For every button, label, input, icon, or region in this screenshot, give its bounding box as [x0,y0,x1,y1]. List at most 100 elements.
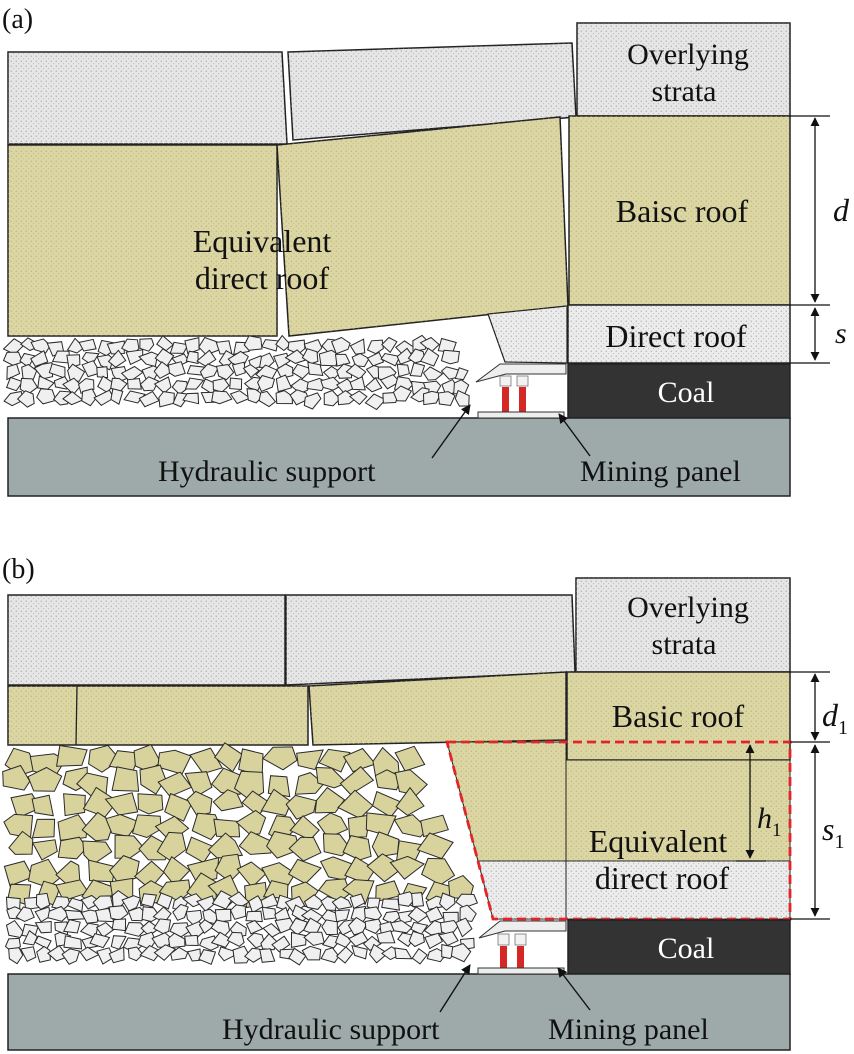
rubble-fragment [371,831,400,858]
rubble-fragment [226,931,245,947]
rubble-fragment [394,947,413,960]
rubble-fragment [339,766,375,796]
rubble-fragment [336,363,353,379]
rubble-fragment [120,365,144,383]
rubble-fragment [27,766,63,792]
rubble-fragment [213,818,241,838]
rubble-fragment [425,906,444,923]
rubble-fragment [186,790,213,817]
rubble-fragment [389,920,413,934]
rubble-fragment [437,931,459,947]
rubble-fragment [409,362,426,377]
panel-a-basic-roof [7,115,791,337]
rubble-fragment [108,946,125,964]
rubble-fragment [261,906,277,920]
rubble-fragment [108,905,129,921]
rubble-fragment [3,813,34,839]
rubble-fragment [211,890,235,910]
rubble-fragment [2,338,26,355]
rubble-fragment [396,347,416,365]
support-leg-top [499,375,512,387]
rubble-fragment [2,351,24,366]
rubble-fragment [315,766,348,789]
rubble-fragment [439,919,459,937]
rubble-fragment [51,350,71,364]
rubble-fragment [423,920,443,936]
rubble-fragment [275,390,294,405]
rubble-fragment [303,931,325,947]
rubble-fragment [196,895,216,912]
rubble-fragment [62,377,82,396]
rubble-fragment [16,390,35,408]
rubble-fragment [366,853,405,883]
rubble-fragment [314,786,346,814]
rubble-fragment [362,935,382,952]
rubble-fragment [48,363,66,379]
rubble-fragment [440,349,460,365]
rubble-fragment [30,338,51,354]
rubble-fragment [126,377,142,390]
rubble-fragment [198,935,219,951]
rubble-fragment [342,835,372,861]
rubble-fragment [262,922,282,938]
rubble-fragment [31,794,54,817]
hydraulic-callout-arrow [439,964,471,1013]
rubble-fragment [422,390,442,406]
rubble-fragment [381,898,400,911]
basic-roof-label: Baisc roof [616,193,749,229]
panel-b-label: (b) [2,554,35,585]
rubble-fragment [216,364,235,381]
rubble-fragment [184,934,199,947]
support-base [477,967,565,975]
rubble-fragment [217,946,235,962]
rubble-fragment [198,336,220,356]
mining-callout-arrow [557,967,591,1011]
rubble-fragment [140,893,158,908]
rubble-fragment [238,831,274,855]
rubble-fragment [184,771,213,798]
panel-b-equivalent-zone [445,740,792,921]
rubble-fragment [110,388,124,405]
rubble-fragment [420,857,456,886]
rubble-fragment [290,931,307,948]
rubble-fragment [245,910,263,923]
rubble-fragment [454,389,470,407]
rubble-fragment [34,906,52,923]
panel-b-basic-roof [7,671,791,761]
dim-s1-label: s1 [822,811,844,853]
rubble-fragment [95,921,115,939]
rubble-fragment [363,906,383,921]
equivalent-lower [478,861,790,919]
rubble-fragment [229,390,252,405]
rubble-fragment [110,935,127,950]
rubble-fragment [139,338,155,352]
rubble-fragment [335,946,354,964]
rubble-fragment [30,349,49,368]
panel-a-dimensions [790,115,830,364]
rubble-fragment [323,389,341,407]
panel-a-hydraulic-support [475,363,567,419]
rubble-fragment [67,363,86,382]
rubble-fragment [153,944,177,961]
rubble-fragment [125,349,144,366]
rubble-fragment [66,337,85,354]
rubble-fragment [437,391,456,407]
panel-a-floor [7,417,791,497]
overlying-block [286,595,575,685]
rubble-fragment [258,390,277,408]
roof-block [309,672,566,745]
rubble-fragment [93,389,115,407]
rubble-fragment [235,809,267,835]
rubble-fragment [164,792,193,822]
rubble-fragment [243,335,263,351]
rubble-fragment [450,943,472,963]
rubble-fragment [189,747,224,775]
rubble-fragment [196,349,217,367]
rubble-fragment [156,892,173,910]
rubble-fragment [81,388,98,407]
support-leg-top [497,933,510,946]
rubble-fragment [349,376,366,391]
rubble-fragment [158,391,175,408]
rubble-fragment [271,935,291,953]
rubble-fragment [439,892,456,911]
